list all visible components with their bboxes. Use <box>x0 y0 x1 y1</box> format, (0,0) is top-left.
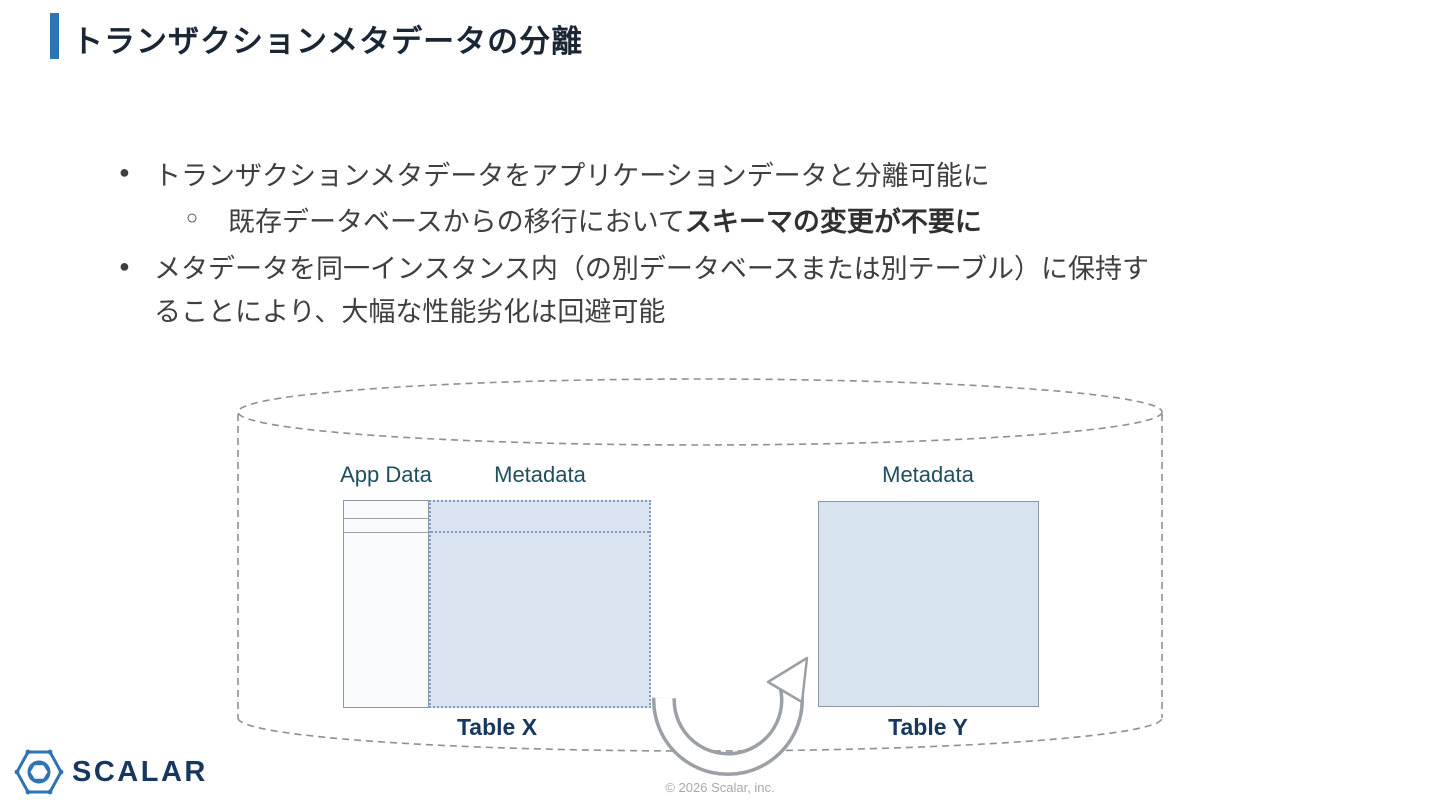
metadata-table-left <box>429 500 651 708</box>
scalar-logo: SCALAR <box>14 746 234 798</box>
table-row-divider <box>431 531 649 533</box>
table-y-label: Table Y <box>888 714 968 740</box>
curved-move-arrow-icon <box>651 656 809 776</box>
scalar-logo-icon <box>14 749 64 795</box>
scalar-logo-text: SCALAR <box>72 756 208 788</box>
bullet-icon: ● <box>119 256 130 276</box>
table-row <box>344 519 428 533</box>
title-accent-bar <box>50 13 59 59</box>
sub-bullet-text: 既存データベースからの移行において <box>228 207 685 237</box>
bullet-icon: ● <box>119 162 130 182</box>
metadata-right-label: Metadata <box>882 462 974 487</box>
page-title: トランザクションメタデータの分離 <box>72 24 584 59</box>
copyright-text: © 2026 Scalar, inc. <box>665 780 775 795</box>
app-data-table <box>343 500 429 708</box>
metadata-left-label: Metadata <box>494 462 586 487</box>
bullet-item: トランザクションメタデータをアプリケーションデータと分離可能に <box>154 161 990 191</box>
bullet-item: メタデータを同一インスタンス内（の別データベースまたは別テーブル）に保持すること… <box>154 254 1149 328</box>
app-data-label: App Data <box>340 462 432 487</box>
sub-bullet-item: 既存データベースからの移行においてスキーマの変更が不要に <box>228 201 982 244</box>
metadata-table-right <box>818 501 1039 707</box>
sub-bullet-bold-text: スキーマの変更が不要に <box>684 207 982 237</box>
table-x-label: Table X <box>456 714 538 740</box>
table-row <box>344 501 428 519</box>
sub-bullet-icon: ○ <box>186 207 199 229</box>
